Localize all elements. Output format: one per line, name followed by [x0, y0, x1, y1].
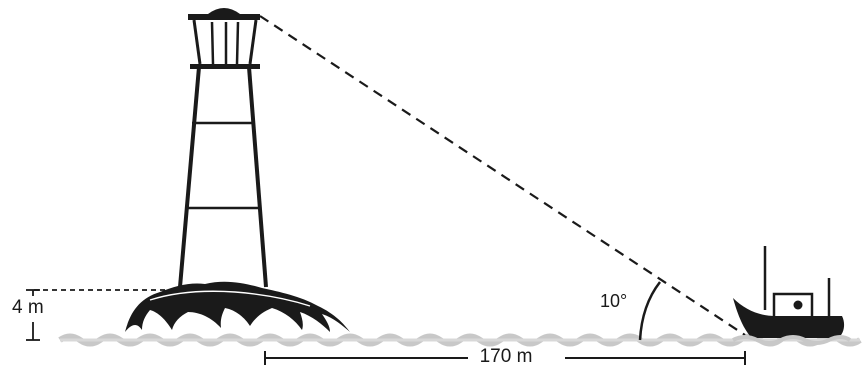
lighthouse	[178, 8, 268, 288]
angle-arc	[638, 281, 661, 341]
distance-label: 170 m	[479, 346, 533, 367]
line-of-sight	[259, 15, 746, 336]
angle-label: 10°	[600, 291, 628, 311]
rock-highlight	[149, 290, 311, 307]
distance-marker	[264, 351, 746, 365]
rock-island	[125, 281, 350, 332]
height-marker	[26, 289, 170, 341]
water-surface	[58, 333, 862, 347]
rock-height-label: 4 m	[12, 297, 44, 318]
boat	[732, 246, 852, 345]
